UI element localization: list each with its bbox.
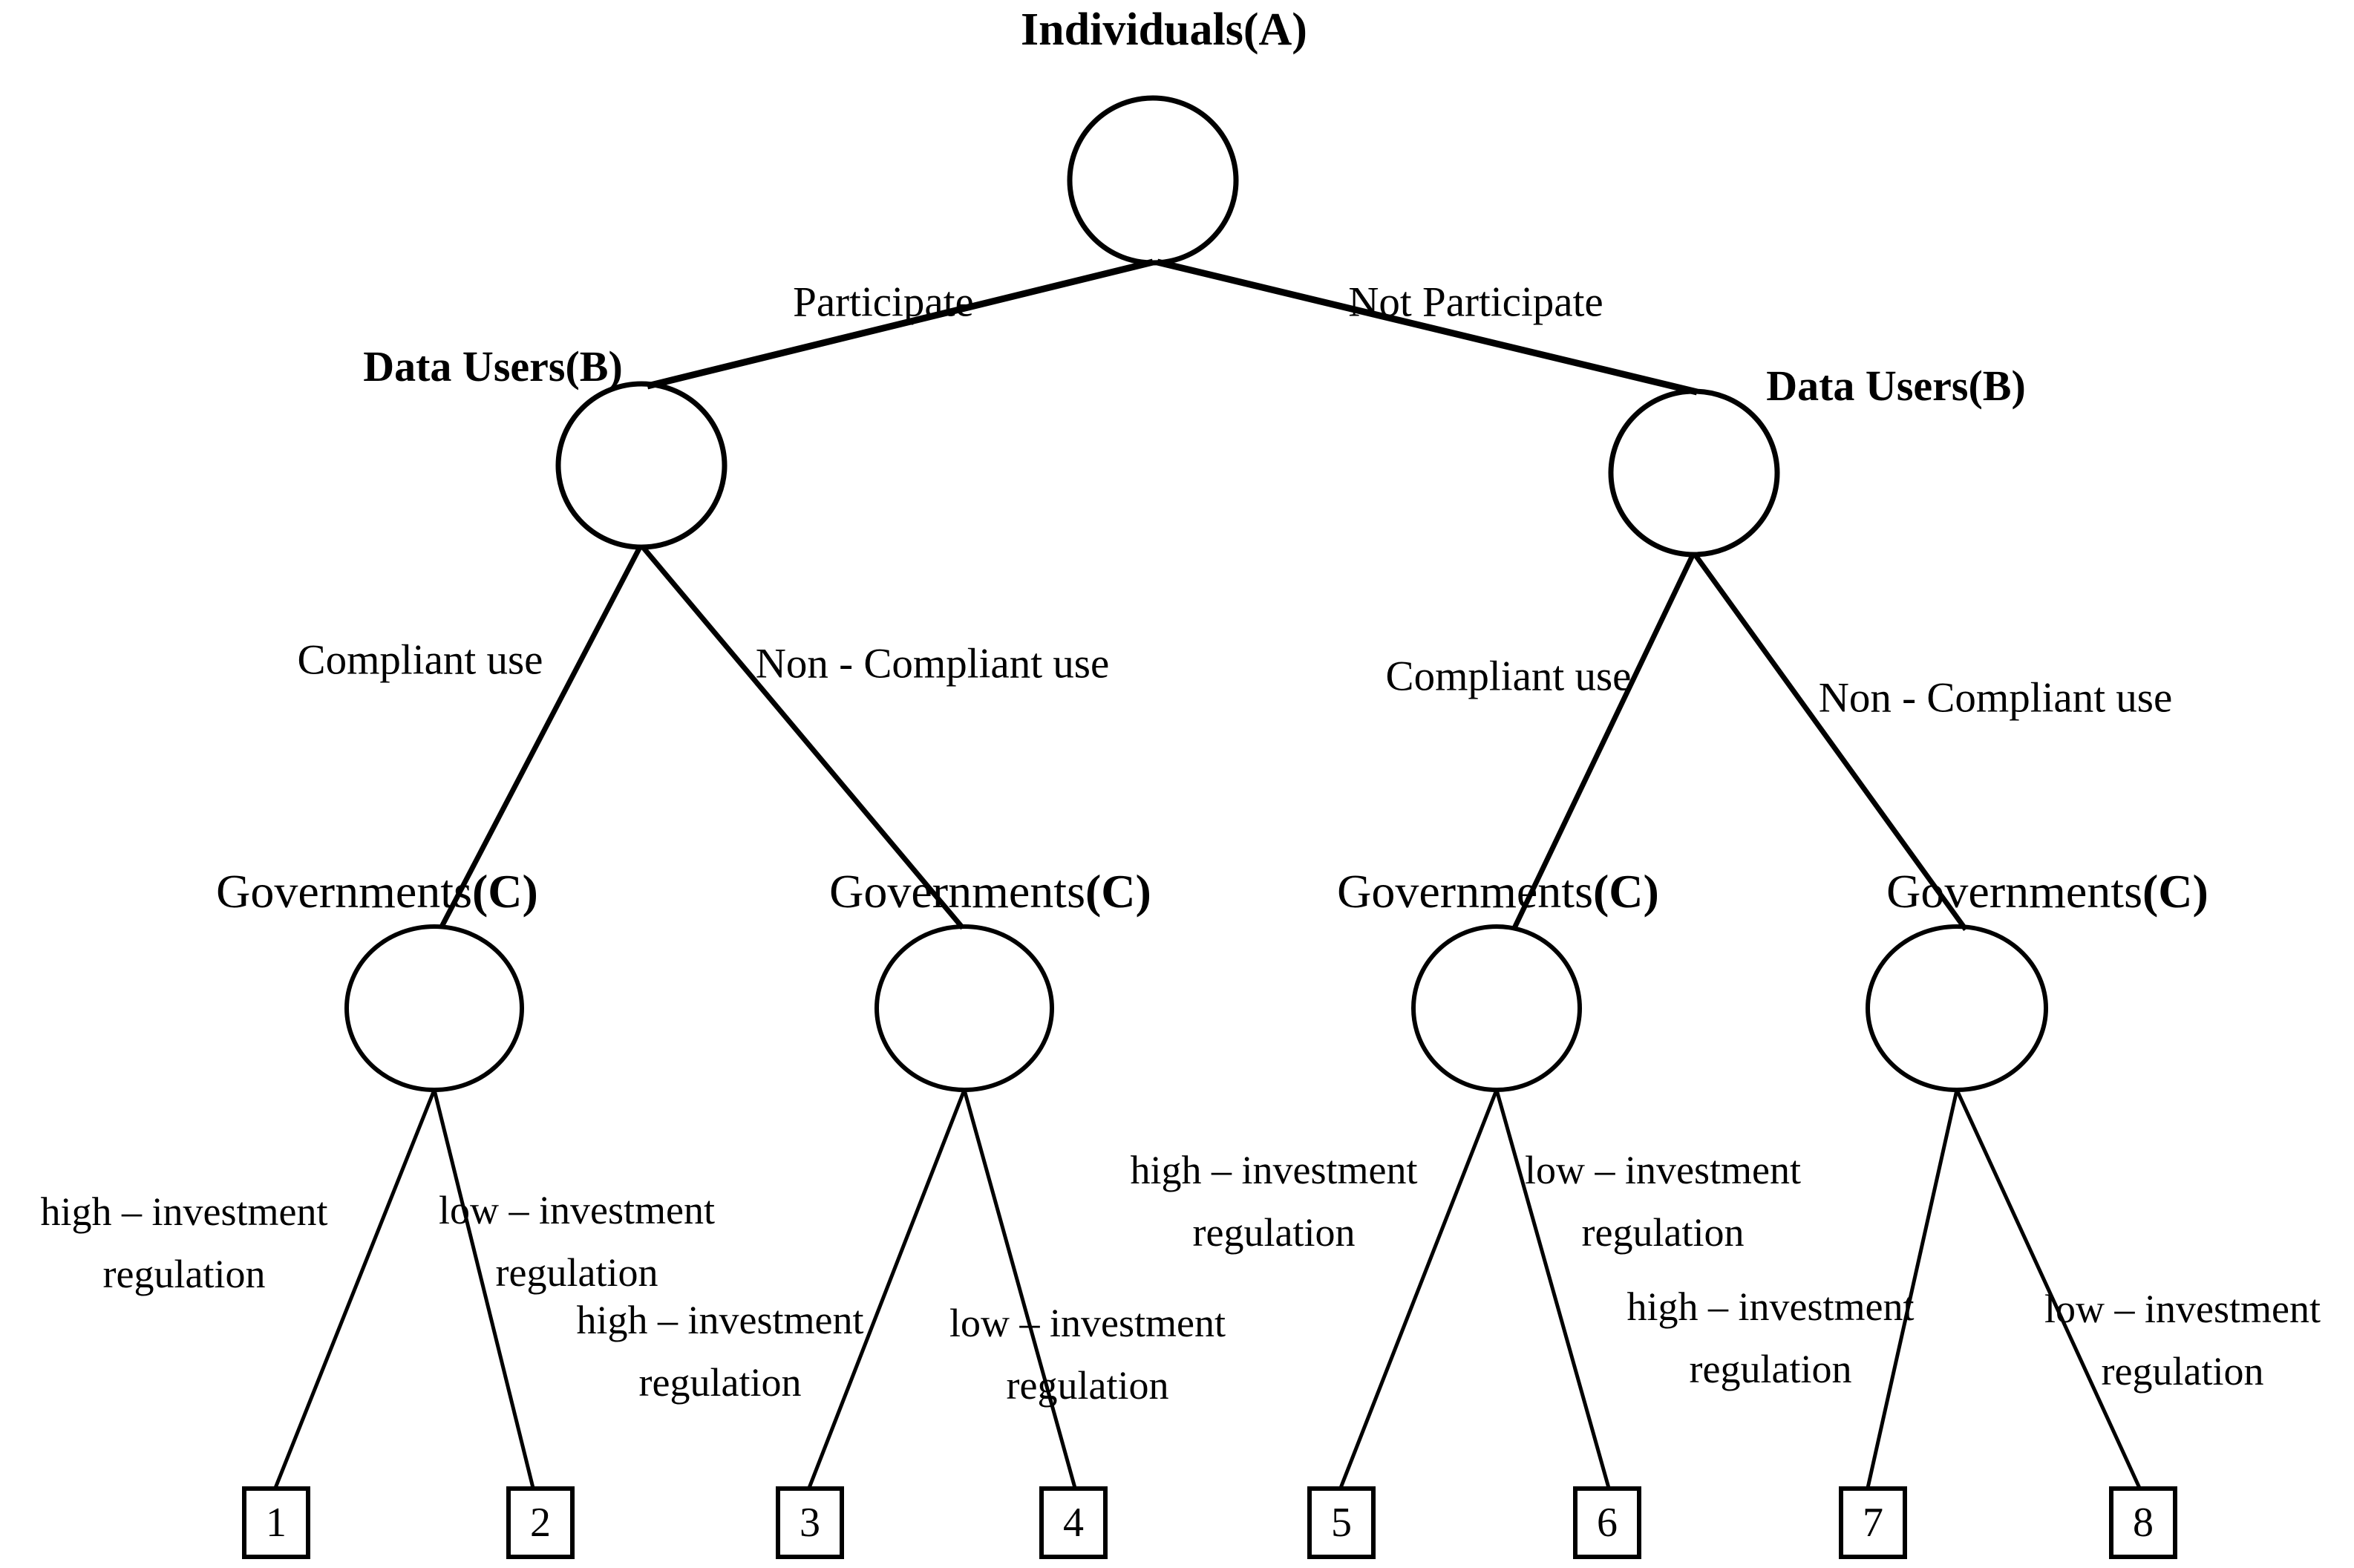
regulation-line-1: high – investment — [576, 1298, 864, 1342]
edge-non-compliant-left — [641, 545, 965, 930]
leaf-box-2: 2 — [506, 1486, 575, 1559]
regulation-line-1: low – investment — [2044, 1287, 2321, 1331]
root-node-circle — [1067, 95, 1239, 266]
edge-label-non-compliant-left: Non - Compliant use — [755, 640, 1110, 687]
leaf-box-3: 3 — [776, 1486, 844, 1559]
branch-label-low-investment-3: low – investment regulation — [1525, 1139, 1801, 1264]
edge-participate — [646, 258, 1154, 390]
regulation-line-2: regulation — [1581, 1210, 1745, 1255]
governments-node-circle-3 — [1411, 924, 1582, 1092]
regulation-line-2: regulation — [1689, 1347, 1852, 1391]
branch-label-high-investment-2: high – investment regulation — [577, 1289, 864, 1414]
player-label-governments-3: Governments(C) — [1337, 864, 1659, 918]
edge-low-regulation-3 — [1494, 1089, 1611, 1489]
data-users-left-node-circle — [555, 381, 728, 550]
edge-label-compliant-left: Compliant use — [297, 636, 543, 684]
governments-word: Governments — [1337, 864, 1593, 918]
leaf-box-6: 6 — [1573, 1486, 1641, 1559]
governments-word: Governments — [829, 864, 1085, 918]
governments-tag: (C) — [471, 864, 538, 918]
governments-tag: (C) — [1592, 864, 1659, 918]
data-users-right-node-circle — [1608, 388, 1780, 558]
regulation-line-1: high – investment — [1626, 1284, 1915, 1329]
leaf-number: 7 — [1863, 1500, 1883, 1546]
leaf-number: 8 — [2133, 1500, 2154, 1546]
leaf-box-7: 7 — [1839, 1486, 1907, 1559]
edge-non-compliant-right — [1693, 553, 1968, 932]
edge-compliant-right — [1511, 554, 1696, 930]
edge-label-non-compliant-right: Non - Compliant use — [1818, 674, 2173, 722]
regulation-line-1: high – investment — [1130, 1148, 1418, 1192]
branch-label-high-investment-1: high – investment regulation — [41, 1180, 328, 1305]
governments-node-circle-4 — [1866, 924, 2048, 1092]
governments-word: Governments — [1886, 864, 2142, 918]
branch-label-low-investment-1: low – investment regulation — [439, 1179, 715, 1304]
leaf-number: 4 — [1063, 1500, 1084, 1546]
edge-high-regulation-3 — [1338, 1089, 1499, 1489]
player-label-data-users-left: Data Users(B) — [363, 342, 623, 391]
regulation-line-2: regulation — [2101, 1349, 2264, 1394]
edge-label-compliant-right: Compliant use — [1385, 653, 1632, 700]
leaf-box-4: 4 — [1039, 1486, 1108, 1559]
branch-label-low-investment-2: low – investment regulation — [949, 1292, 1226, 1417]
regulation-line-2: regulation — [1006, 1363, 1169, 1408]
branch-label-low-investment-4: low – investment regulation — [2044, 1278, 2321, 1402]
regulation-line-2: regulation — [1192, 1210, 1356, 1255]
regulation-line-1: low – investment — [949, 1301, 1226, 1345]
edge-high-regulation-1 — [273, 1089, 437, 1489]
leaf-box-8: 8 — [2109, 1486, 2177, 1559]
root-player-label: Individuals(A) — [1021, 4, 1307, 55]
leaf-number: 3 — [800, 1500, 820, 1546]
leaf-box-5: 5 — [1307, 1486, 1376, 1559]
edge-label-not-participate: Not Participate — [1348, 278, 1603, 326]
leaf-number: 2 — [530, 1500, 551, 1546]
governments-tag: (C) — [2142, 864, 2208, 918]
regulation-line-2: regulation — [638, 1360, 802, 1405]
regulation-line-2: regulation — [102, 1252, 266, 1296]
player-label-data-users-right: Data Users(B) — [1766, 362, 2026, 411]
branch-label-high-investment-3: high – investment regulation — [1131, 1139, 1418, 1264]
regulation-line-1: low – investment — [1525, 1148, 1801, 1192]
player-label-governments-4: Governments(C) — [1886, 864, 2208, 918]
player-label-governments-1: Governments(C) — [216, 864, 538, 918]
edge-compliant-left — [438, 546, 643, 930]
governments-word: Governments — [216, 864, 472, 918]
edge-not-participate — [1156, 258, 1699, 396]
leaf-box-1: 1 — [242, 1486, 310, 1559]
edge-high-regulation-2 — [807, 1089, 967, 1489]
regulation-line-1: high – investment — [40, 1189, 328, 1234]
governments-node-circle-2 — [874, 924, 1054, 1092]
edge-high-regulation-4 — [1866, 1089, 1959, 1489]
leaf-number: 1 — [266, 1500, 287, 1546]
governments-node-circle-1 — [344, 924, 524, 1092]
leaf-number: 5 — [1331, 1500, 1352, 1546]
regulation-line-1: low – investment — [439, 1188, 715, 1232]
governments-tag: (C) — [1085, 864, 1151, 918]
edge-low-regulation-4 — [1955, 1088, 2142, 1489]
edge-low-regulation-1 — [432, 1089, 535, 1489]
regulation-line-2: regulation — [495, 1250, 658, 1295]
leaf-number: 6 — [1597, 1500, 1618, 1546]
edge-label-participate: Participate — [793, 278, 974, 326]
edge-low-regulation-2 — [962, 1089, 1077, 1489]
branch-label-high-investment-4: high – investment regulation — [1627, 1275, 1915, 1400]
player-label-governments-2: Governments(C) — [829, 864, 1151, 918]
